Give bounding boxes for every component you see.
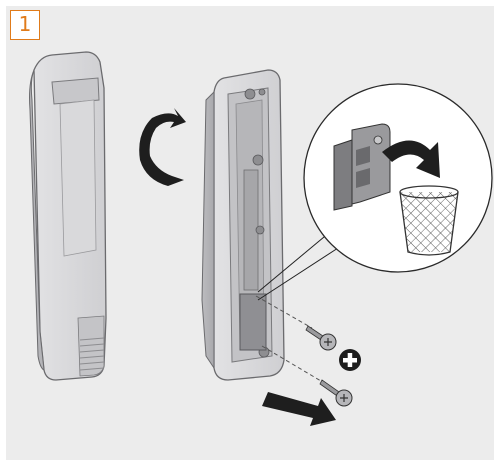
- plus-icon: [339, 349, 361, 371]
- open-base: [202, 70, 284, 380]
- closed-cover: [30, 52, 107, 380]
- rotate-arrow-icon: [139, 108, 186, 186]
- zoom-detail: [304, 84, 492, 272]
- pull-arrow-icon: [262, 392, 336, 426]
